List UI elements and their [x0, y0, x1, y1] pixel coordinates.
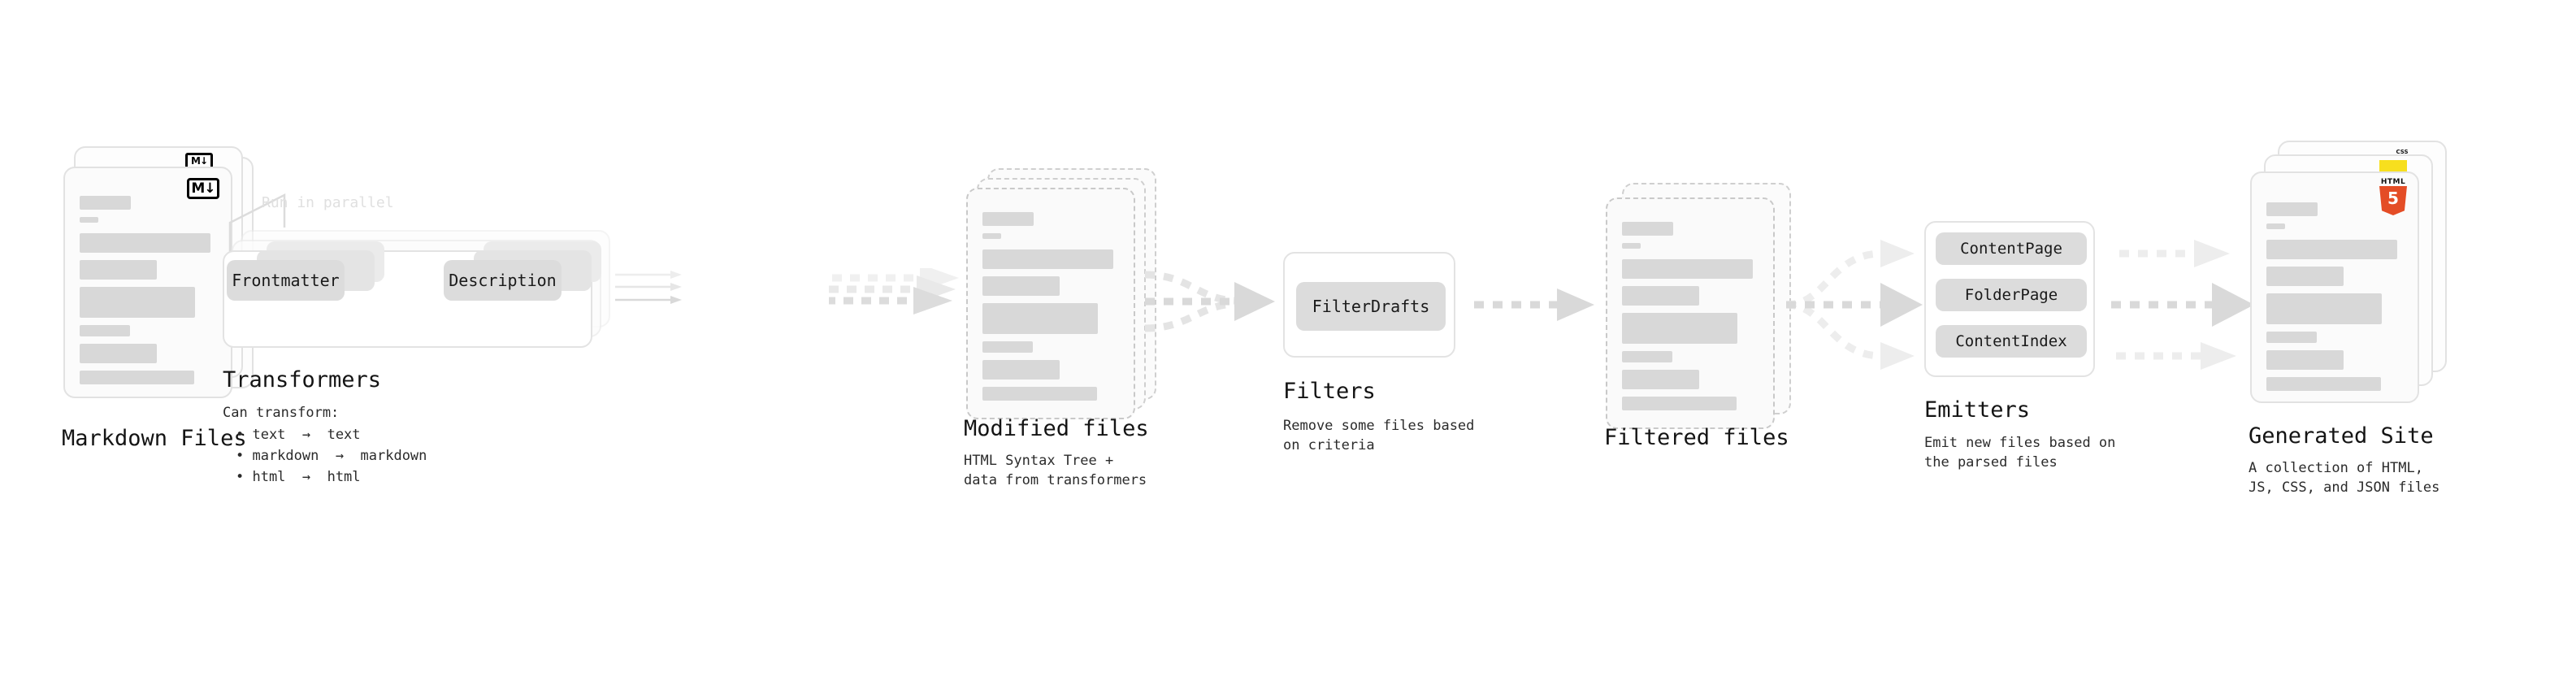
content-bar [80, 233, 210, 253]
content-bar [1622, 313, 1737, 344]
emitters-box: ContentPage FolderPage ContentIndex [1924, 221, 2095, 377]
content-bar [2266, 332, 2317, 343]
transformer-chip-description[interactable]: Description [444, 260, 562, 301]
markdown-files-title: Markdown Files [62, 426, 247, 451]
generated-site-content [2266, 202, 2403, 398]
content-bar [1622, 259, 1753, 279]
content-bar [80, 344, 157, 363]
transformers-bullet: • html → html [236, 469, 361, 485]
markdown-file-card: M↓ [63, 167, 232, 398]
filters-subtitle: Remove some files based on criteria [1283, 418, 1475, 453]
generated-site-title: Generated Site [2249, 423, 2434, 449]
content-bar [982, 276, 1060, 296]
transformers-bullets: • text → text • markdown → markdown • ht… [224, 424, 427, 488]
html5-icon: HTML 5 [2377, 178, 2409, 215]
content-bar [80, 325, 130, 336]
emitter-chip-folderpage[interactable]: FolderPage [1936, 279, 2087, 311]
filtered-file-content [1622, 222, 1759, 418]
content-bar [1622, 243, 1641, 249]
generated-site-subtitle: A collection of HTML, JS, CSS, and JSON … [2249, 460, 2440, 496]
content-bar [982, 341, 1033, 353]
content-bar [1622, 370, 1699, 389]
run-in-parallel-label: Run in parallel [262, 194, 394, 211]
emitters-title: Emitters [1924, 397, 2031, 423]
content-bar [80, 260, 157, 280]
transformers-title: Transformers [223, 367, 382, 393]
transformers-bullet: • text → text [236, 427, 361, 443]
content-bar [1622, 222, 1673, 236]
content-bar [982, 303, 1098, 334]
content-bar [80, 371, 194, 384]
run-in-parallel-bracket [228, 193, 286, 260]
modified-files-subtitle: HTML Syntax Tree + data from transformer… [964, 453, 1147, 488]
transformers-subtitle: Can transform: [223, 405, 340, 421]
emitter-chip-contentpage[interactable]: ContentPage [1936, 232, 2087, 265]
filters-title: Filters [1283, 379, 1376, 404]
content-bar [2266, 223, 2285, 229]
modified-file-content [982, 212, 1119, 408]
content-bar [2266, 293, 2382, 324]
content-bar [982, 387, 1097, 401]
transformer-internal-arrows [615, 271, 682, 304]
content-bar [982, 212, 1034, 226]
markdown-icon: M↓ [187, 178, 219, 199]
content-bar [2266, 202, 2318, 216]
generated-site-card: HTML 5 [2250, 171, 2419, 403]
content-bar [1622, 397, 1737, 410]
filtered-file-card [1606, 197, 1775, 429]
arrow-filtered-to-emitters [1785, 240, 1923, 370]
content-bar [982, 360, 1060, 380]
content-bar [2266, 377, 2381, 391]
content-bar [2266, 350, 2344, 370]
emitter-chip-contentindex[interactable]: ContentIndex [1936, 325, 2087, 358]
content-bar [1622, 351, 1672, 362]
content-bar [2266, 267, 2344, 286]
modified-files-title: Modified files [964, 416, 1149, 441]
content-bar [80, 196, 131, 210]
content-bar [982, 233, 1001, 239]
arrow-modified-to-filters [1144, 271, 1275, 332]
content-bar [80, 287, 195, 318]
content-bar [80, 217, 98, 223]
arrow-emitters-to-site [2111, 240, 2254, 370]
modified-file-card [966, 188, 1135, 419]
content-bar [982, 249, 1113, 269]
arrow-transformers-to-modified [829, 268, 959, 314]
filters-box: FilterDrafts [1283, 252, 1455, 358]
filtered-files-title: Filtered files [1604, 425, 1789, 450]
arrow-filters-to-filtered [1474, 288, 1594, 321]
markdown-icon-ghost-mid: M↓ [185, 153, 213, 169]
content-bar [1622, 286, 1699, 306]
markdown-file-content [80, 196, 216, 392]
transformers-bullet: • markdown → markdown [236, 448, 427, 464]
content-bar [2266, 240, 2397, 259]
emitters-subtitle: Emit new files based on the parsed files [1924, 435, 2116, 471]
filter-chip-filterdrafts[interactable]: FilterDrafts [1296, 282, 1446, 331]
transformer-chip-frontmatter[interactable]: Frontmatter [227, 260, 345, 301]
